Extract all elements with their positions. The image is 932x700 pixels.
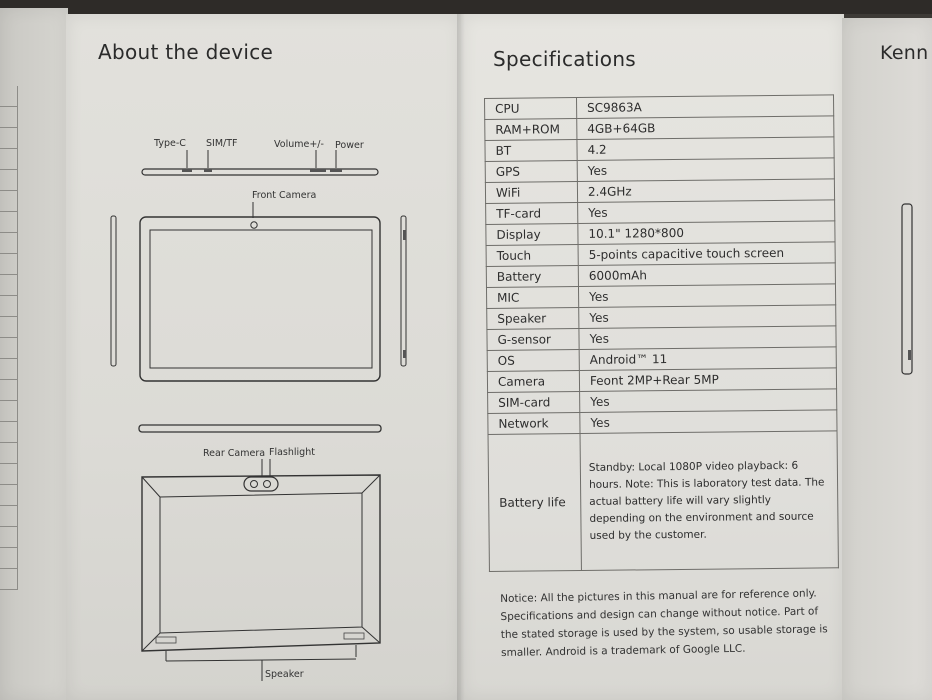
- spec-value: Yes: [577, 157, 835, 182]
- spec-key: CPU: [484, 97, 577, 120]
- label-flashlight: Flashlight: [269, 447, 315, 458]
- spec-key: TF-card: [485, 202, 578, 225]
- specifications-page: [461, 14, 844, 700]
- label-type-c: Type-C: [154, 138, 186, 149]
- spec-value: 6000mAh: [578, 262, 836, 287]
- label-rear-camera: Rear Camera: [203, 448, 266, 459]
- tablet-bottom-edge-diagram: [138, 424, 382, 433]
- label-sim-tf: SIM/TF: [206, 138, 238, 149]
- label-speaker: Speaker: [265, 669, 304, 680]
- spec-key: MIC: [486, 286, 579, 309]
- spec-value: Yes: [579, 388, 837, 413]
- spec-value-battery-life: Standby: Local 1080P video playback: 6 h…: [580, 430, 839, 571]
- spec-key: Display: [485, 223, 579, 246]
- tablet-rear-view-diagram: [141, 459, 381, 681]
- page-title-specifications: Specifications: [493, 47, 637, 71]
- spec-value: Yes: [579, 409, 838, 434]
- spec-key: Battery life: [488, 433, 582, 572]
- spec-value: 4GB+64GB: [576, 115, 834, 140]
- spec-key: GPS: [485, 160, 578, 183]
- spec-key: Speaker: [486, 307, 579, 330]
- background-edge: [0, 0, 932, 14]
- next-page-tablet-side-diagram: [901, 203, 913, 375]
- spec-value: 2.4GHz: [577, 178, 835, 203]
- spec-value: 4.2: [576, 136, 835, 161]
- tablet-top-edge-diagram: [141, 150, 379, 176]
- spec-value: 5-points capacitive touch screen: [578, 241, 836, 266]
- previous-page-edge: [0, 8, 68, 700]
- next-page-edge: [842, 18, 932, 700]
- spec-key: Touch: [486, 244, 579, 267]
- spec-key: OS: [487, 349, 580, 372]
- tablet-front-view-diagram: [110, 202, 407, 382]
- spec-value: Yes: [578, 325, 837, 350]
- next-page-title-fragment: Kenn: [880, 42, 929, 64]
- label-front-camera: Front Camera: [252, 190, 317, 201]
- spec-value: Yes: [578, 283, 836, 308]
- spec-value: 10.1" 1280*800: [577, 220, 836, 245]
- spec-key: WiFi: [485, 181, 578, 204]
- spec-key: Camera: [487, 370, 580, 393]
- page-title-about: About the device: [98, 40, 274, 64]
- spec-value: Android™ 11: [579, 346, 837, 371]
- spec-key: G-sensor: [486, 328, 580, 351]
- label-volume: Volume+/-: [274, 139, 324, 150]
- spec-key: BT: [484, 139, 578, 162]
- spec-key: Battery: [486, 265, 579, 288]
- previous-page-table-edge: [0, 86, 18, 606]
- spec-value: SC9863A: [576, 94, 834, 119]
- spec-key: Network: [487, 412, 581, 435]
- about-device-page: [66, 14, 461, 700]
- spec-key: SIM-card: [487, 391, 580, 414]
- label-power: Power: [335, 140, 364, 151]
- page-gutter: [457, 14, 465, 700]
- spec-value: Yes: [578, 304, 836, 329]
- spec-key: RAM+ROM: [484, 118, 577, 141]
- spec-value: Feont 2MP+Rear 5MP: [579, 367, 837, 392]
- notice-text: Notice: All the pictures in this manual …: [500, 587, 828, 659]
- spec-value: Yes: [577, 199, 835, 224]
